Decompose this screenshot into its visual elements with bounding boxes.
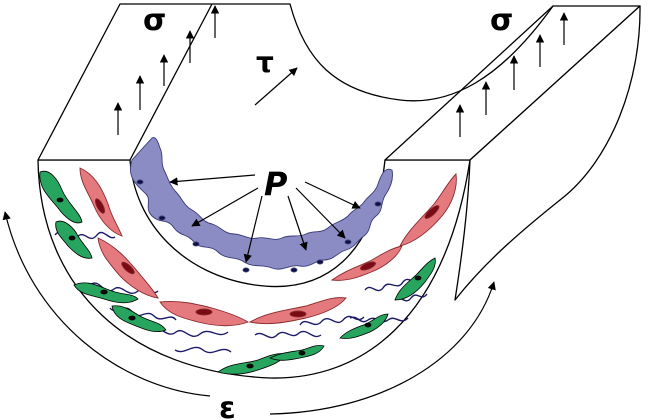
- smooth-muscle-cell: [79, 167, 123, 237]
- inner-bore: [212, 3, 554, 102]
- fibroblast-cell: [73, 282, 139, 304]
- smooth-muscle-cell: [97, 237, 159, 299]
- right-side-face: [454, 5, 641, 301]
- strain-arrow-right: [269, 281, 496, 415]
- strain-arrow-left: [2, 211, 211, 397]
- pressure-arrow: [169, 174, 256, 186]
- strain-label: ε: [219, 391, 236, 420]
- axial-stress-arrows-left: [113, 5, 220, 135]
- pressure-arrows: [169, 174, 361, 263]
- shear-stress-arrow: [254, 67, 298, 106]
- fibroblast-cell: [55, 220, 93, 259]
- endothelial-nucleus: [242, 267, 250, 273]
- fibroblast-layer: [39, 170, 436, 375]
- fibroblast-cell: [269, 345, 325, 361]
- tau-label: τ: [256, 46, 274, 79]
- endothelial-nucleus: [290, 267, 298, 273]
- fibroblast-cell: [39, 170, 83, 224]
- endothelial-nucleus: [136, 179, 144, 185]
- smooth-muscle-cell: [248, 297, 347, 325]
- endothelial-nucleus: [192, 241, 200, 247]
- collagen-fiber: [174, 346, 232, 354]
- pressure-arrow: [295, 187, 346, 239]
- smooth-muscle-cell: [159, 301, 250, 327]
- left-top-face: [37, 3, 213, 161]
- sigma-right-label: σ: [490, 3, 513, 38]
- pressure-arrow: [304, 181, 361, 209]
- pressure-arrow: [287, 195, 308, 251]
- collagen-fiber: [254, 330, 322, 339]
- endothelial-nucleus: [344, 239, 352, 245]
- smooth-muscle-cell: [330, 245, 403, 281]
- pressure-arrow: [243, 195, 263, 263]
- pressure-arrow: [191, 187, 259, 227]
- fibroblast-cell: [111, 305, 167, 333]
- sigma-left-label: σ: [143, 3, 166, 38]
- fibroblast-cell: [394, 257, 436, 301]
- smooth-muscle-layer: [79, 167, 457, 327]
- endothelial-nucleus: [158, 215, 166, 221]
- endothelial-nucleus: [374, 201, 382, 207]
- smooth-muscle-cell: [399, 173, 457, 247]
- fibroblast-cell: [339, 313, 389, 339]
- axial-stress-arrows-right: [455, 12, 569, 137]
- endothelial-nucleus: [316, 259, 324, 265]
- pressure-label: P: [264, 165, 288, 203]
